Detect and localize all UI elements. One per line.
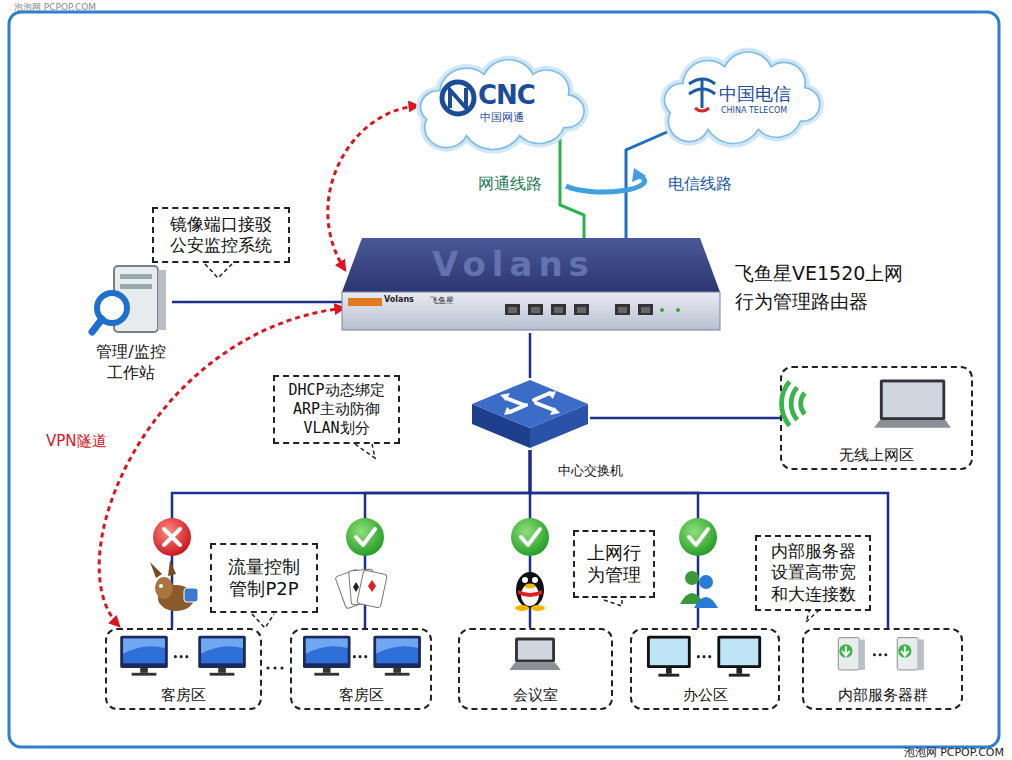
callout-box: 镜像端口接驳 公安监控系统	[152, 207, 290, 263]
router-node: 飞鱼星VE1520上网 行为管理路由器VolansVolans飞鱼星	[340, 238, 722, 333]
network-link	[172, 450, 530, 628]
area-box: 客房区	[290, 628, 432, 710]
cloud-node: 中国电信CHINA TELECOM	[645, 42, 830, 146]
carrier-name: CNC	[478, 80, 535, 110]
area-label: 客房区	[292, 686, 430, 705]
area-label: 会议室	[460, 686, 611, 705]
area-box: 内部服务器群	[802, 628, 963, 710]
callout-text: 镜像端口接驳 公安监控系统	[160, 214, 282, 257]
network-link	[530, 450, 888, 628]
callout-box: 内部服务器 设置高带宽 和大连接数	[755, 535, 871, 611]
area-box: 会议室	[458, 628, 613, 710]
network-link	[590, 417, 780, 420]
link-label: VPN隧道	[44, 432, 109, 451]
area-label: 办公区	[632, 686, 778, 705]
area-box: 无线上网区	[780, 366, 973, 470]
carrier-name: 中国网通	[480, 110, 524, 125]
brand-mark: 飞鱼星	[430, 295, 454, 306]
link-label: 网通线路	[476, 174, 544, 195]
callout-box: 上网行 为管理	[573, 530, 655, 598]
node-label: 中心交换机	[558, 462, 623, 480]
ws-node: 管理/监控 工作站	[90, 262, 172, 340]
area-box: 办公区	[630, 628, 780, 710]
network-link	[172, 301, 342, 304]
callout-box: 流量控制 管制P2P	[210, 543, 318, 613]
network-link	[560, 132, 584, 238]
network-link	[529, 333, 532, 378]
carrier-name: CHINA TELECOM	[721, 106, 787, 115]
brand-mark: Volans	[432, 244, 595, 284]
node-label: 管理/监控 工作站	[80, 342, 182, 384]
network-link	[365, 450, 530, 628]
callout-text: 上网行 为管理	[581, 542, 647, 587]
callout-text: 流量控制 管制P2P	[218, 556, 310, 601]
watermark: 泡泡网 PCPOP.COM	[14, 1, 96, 14]
area-label: 无线上网区	[782, 446, 971, 465]
watermark: 泡泡网 PCPOP.COM	[904, 745, 1004, 760]
switch-node: 中心交换机	[470, 378, 590, 450]
callout-box: DHCP动态绑定 ARP主动防御 VLAN划分	[273, 375, 400, 444]
area-label: 内部服务器群	[804, 686, 961, 705]
carrier-name: 中国电信	[719, 82, 791, 106]
callout-text: 内部服务器 设置高带宽 和大连接数	[763, 541, 863, 605]
switch-icon	[470, 378, 590, 450]
area-box: 客房区	[105, 628, 262, 710]
cloud-node: CNC中国网通	[400, 50, 595, 152]
workstation-icon	[90, 262, 172, 340]
area-label: 客房区	[107, 686, 260, 705]
network-link	[530, 450, 698, 628]
brand-mark: Volans	[384, 295, 414, 304]
node-label: 飞鱼星VE1520上网 行为管理路由器	[735, 260, 935, 315]
link-label: 电信线路	[666, 174, 734, 195]
callout-text: DHCP动态绑定 ARP主动防御 VLAN划分	[281, 381, 392, 437]
